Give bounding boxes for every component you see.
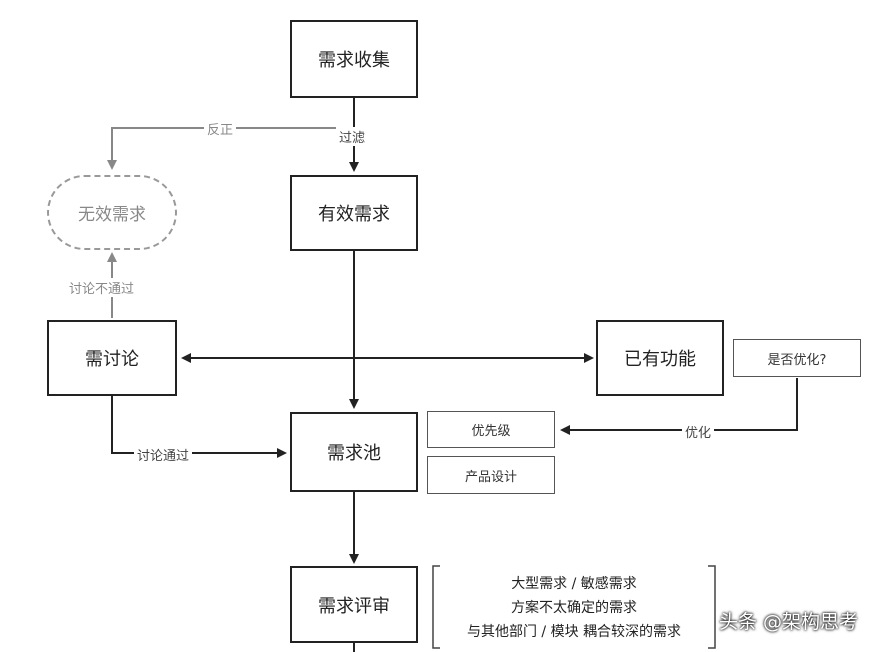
label-discuss-fail: 讨论不通过 — [66, 278, 138, 297]
tag-product-design: 产品设计 — [427, 456, 555, 494]
label-return: 反正 — [204, 119, 237, 138]
edge-discuss-pass — [111, 396, 287, 458]
tag-optimize-question: 是否优化? — [733, 339, 861, 377]
notes-bracket-left — [432, 565, 440, 649]
edge-return-to-invalid — [107, 127, 354, 170]
node-existing: 已有功能 — [596, 320, 724, 396]
label-optimize: 优化 — [682, 422, 715, 441]
tag-priority: 优先级 — [427, 411, 555, 448]
review-note-2: 方案不太确定的需求 — [511, 600, 637, 616]
node-invalid: 无效需求 — [47, 175, 177, 250]
watermark: 头条 @架构思考 — [718, 611, 858, 633]
node-valid: 有效需求 — [290, 175, 418, 251]
review-notes: 大型需求 / 敏感需求 方案不太确定的需求 与其他部门 / 模块 耦合较深的需求 — [432, 566, 716, 652]
notes-bracket-right — [708, 565, 716, 649]
node-collect: 需求收集 — [290, 20, 418, 98]
edge-optimize — [560, 378, 798, 435]
review-note-3: 与其他部门 / 模块 耦合较深的需求 — [466, 624, 682, 640]
node-discuss: 需讨论 — [47, 320, 177, 396]
node-review: 需求评审 — [290, 566, 418, 643]
node-pool: 需求池 — [290, 412, 418, 492]
review-note-1: 大型需求 / 敏感需求 — [511, 576, 637, 592]
label-discuss-pass: 讨论通过 — [134, 445, 193, 464]
label-filter: 过滤 — [336, 127, 369, 146]
